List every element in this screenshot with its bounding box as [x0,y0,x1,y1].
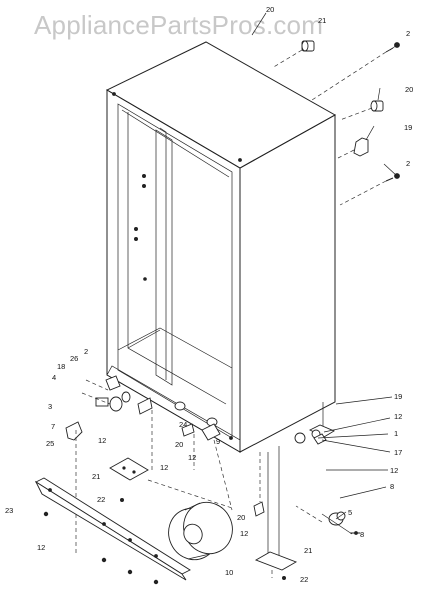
callout-21-right: 21 [304,546,312,555]
callout-16: 19 [404,123,412,132]
screw-8 [350,531,360,535]
plate-21-left [109,457,149,481]
callout-12-r2: 12 [390,466,398,475]
callout-20-low: 20 [237,513,245,522]
callout-10: 10 [225,568,233,577]
screw-22-right [281,576,286,581]
callout-7: 8 [390,482,394,491]
kickplate-23 [34,477,191,581]
callout-9: 9 [216,437,220,446]
clip-20-lower [253,501,265,517]
bracket-13 [313,433,327,445]
callout-labels: 20 21 2 20 19 2 2 26 18 4 3 7 25 12 21 2… [5,5,413,584]
callout-12-mid: 12 [188,453,196,462]
screw-2-lower [339,173,400,206]
callout-15: 20 [266,5,274,14]
callout-4: 4 [52,373,56,382]
bracket-11 [137,397,153,415]
callout-23: 23 [5,506,13,515]
callout-8: 8 [360,530,364,539]
callout-17: 20 [405,85,413,94]
callout-2-mid: 2 [406,159,410,168]
callout-24: 24 [179,420,187,429]
leg-bracket-21-right [254,446,298,571]
bracket-16 [337,137,369,159]
kickplate-screws [43,511,159,585]
callout-2-left: 2 [84,347,88,356]
callout-22-left: 22 [97,495,105,504]
callout-21-left: 21 [92,472,100,481]
grommet-18 [271,40,315,69]
callout-1: 1 [394,429,398,438]
callout-14: 18 [57,362,65,371]
cabinet-body [105,41,337,453]
hinge-assembly-left [81,375,131,412]
roller-10 [168,501,233,561]
callout-25: 25 [46,439,54,448]
callout-12-low: 12 [240,529,248,538]
callout-18: 21 [318,16,326,25]
callout-19: 19 [394,392,402,401]
callout-20-mid: 20 [175,440,183,449]
bracket-9 [201,423,221,441]
callout-11: 12 [98,436,106,445]
callout-12-left: 12 [160,463,168,472]
leader-lines [251,12,398,520]
callout-22-right: 22 [300,575,308,584]
roller-5 [295,505,353,535]
callout-12-r1: 12 [394,412,402,421]
callout-12-kick: 12 [37,543,45,552]
callout-13: 17 [394,448,402,457]
callout-6: 7 [51,422,55,431]
callout-26: 26 [70,354,78,363]
callout-5: 5 [348,508,352,517]
plug-17 [339,100,384,121]
bracket-25 [65,421,83,441]
callout-3: 3 [48,402,52,411]
watermark-text: AppliancePartsPros.com [34,10,324,40]
screw-2-upper [311,42,400,101]
callout-2-top: 2 [406,29,410,38]
screw-22-left [120,497,125,502]
